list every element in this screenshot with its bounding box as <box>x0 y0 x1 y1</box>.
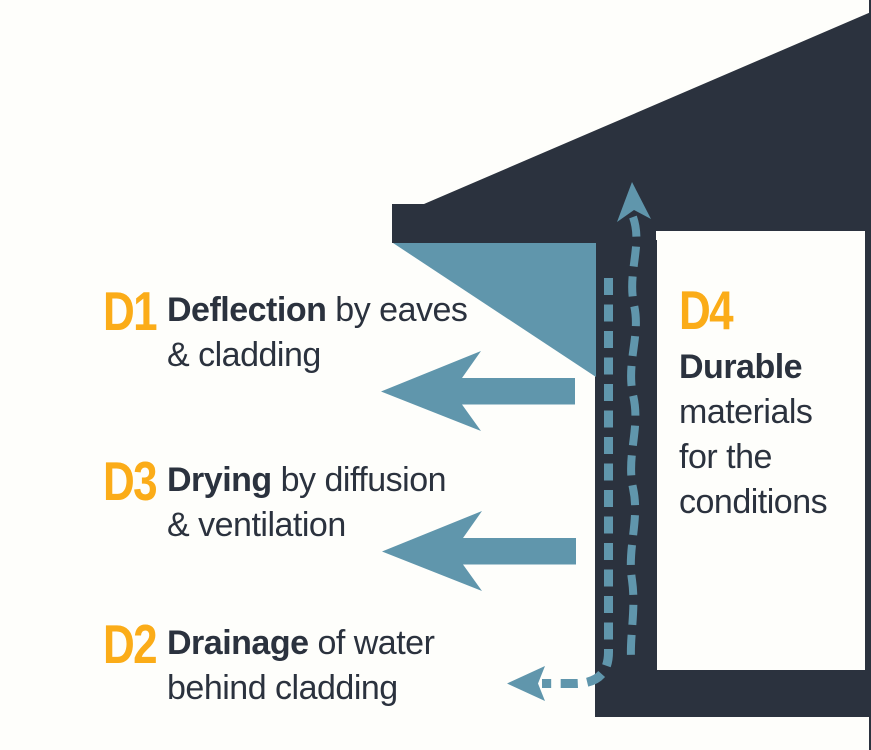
d4-label: D4 <box>679 279 734 341</box>
arrow-left-icon <box>507 666 545 701</box>
floor-shape <box>595 670 871 717</box>
legend-item-d4: D4 Durable materials for the conditions <box>679 279 865 525</box>
arrow-up-icon <box>617 182 651 222</box>
d3-drying-arrow <box>382 511 576 591</box>
legend-item-d1: D1 Deflection by eaves & cladding <box>103 280 468 378</box>
d3-label: D3 <box>103 450 158 512</box>
d4-line4: conditions <box>679 483 828 521</box>
d3-line2: & ventilation <box>167 506 346 544</box>
eave-deflection-triangle <box>393 243 596 377</box>
right-edge-bottom-sliver <box>869 715 871 750</box>
d3-line1: Drying by diffusion <box>167 461 447 499</box>
legend-item-d2: D2 Drainage of water behind cladding <box>103 613 435 711</box>
d1-line1: Deflection by eaves <box>167 291 468 329</box>
right-edge-top-sliver <box>869 0 871 14</box>
right-wall-strip <box>865 228 871 672</box>
d1-line2: & cladding <box>167 336 321 374</box>
d4-line1: Durable <box>679 348 803 386</box>
d2-label: D2 <box>103 613 158 675</box>
d2-text: Drainage of water behind cladding <box>167 621 435 711</box>
d4-line3: for the <box>679 438 772 476</box>
d4-text: Durable materials for the conditions <box>679 345 865 525</box>
d2-line1: Drainage of water <box>167 624 435 662</box>
cavity-drainage-path <box>542 278 613 688</box>
d1-deflection-arrow <box>381 351 575 431</box>
roof-shape <box>392 12 871 243</box>
d4-line2: materials <box>679 393 813 431</box>
d1-label: D1 <box>103 280 158 342</box>
d1-text: Deflection by eaves & cladding <box>167 288 468 378</box>
vapour-diffusion-path <box>626 215 641 658</box>
legend-item-d3: D3 Drying by diffusion & ventilation <box>103 450 447 548</box>
d3-text: Drying by diffusion & ventilation <box>167 458 447 548</box>
d2-line2: behind cladding <box>167 669 398 707</box>
